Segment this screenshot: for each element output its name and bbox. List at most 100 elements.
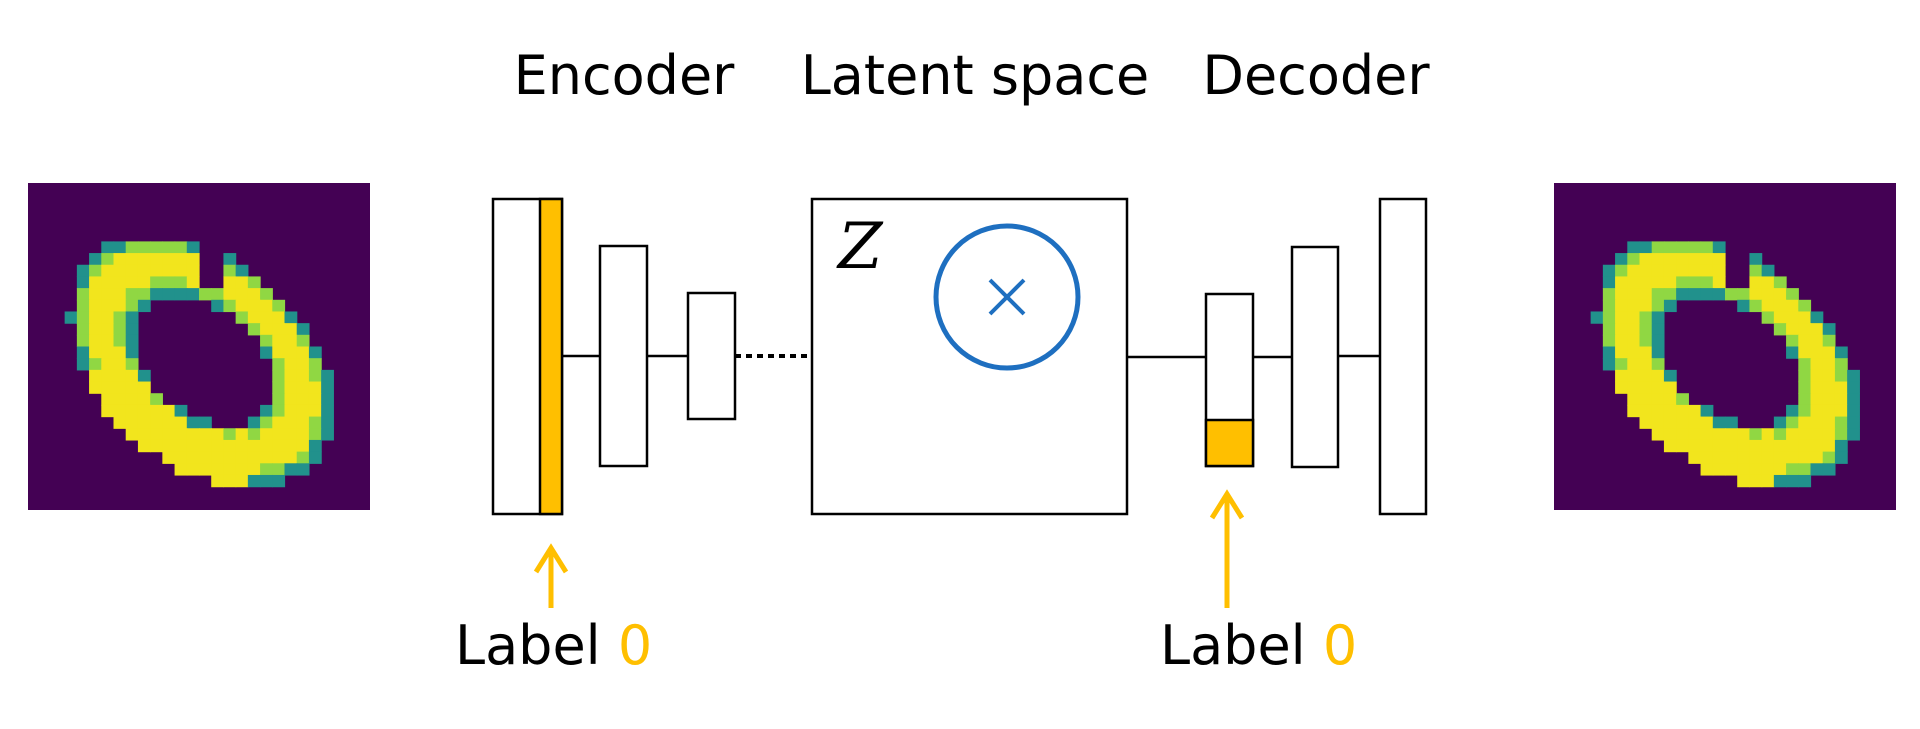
digit-pixel — [272, 369, 286, 383]
digit-pixel — [1773, 474, 1787, 488]
digit-pixel — [1773, 439, 1787, 453]
digit-pixel — [1602, 276, 1616, 289]
digit-pixel — [1786, 428, 1799, 441]
digit-pixel — [1749, 276, 1763, 289]
digit-pixel — [1615, 264, 1628, 278]
digit-pixel — [101, 264, 115, 278]
digit-pixel — [64, 311, 78, 324]
digit-pixel — [1712, 264, 1726, 278]
digit-pixel — [101, 311, 115, 324]
digit-pixel — [1651, 264, 1665, 278]
digit-pixel — [284, 311, 298, 324]
digit-pixel — [113, 393, 127, 406]
digit-pixel — [101, 358, 115, 371]
digit-pixel — [1847, 369, 1860, 383]
digit-pixel — [1712, 463, 1726, 476]
digit-pixel — [101, 393, 115, 406]
digit-pixel — [1822, 346, 1836, 359]
digit-pixel — [1834, 393, 1848, 406]
digit-pixel — [296, 404, 310, 418]
digit-pixel — [1676, 428, 1689, 441]
digit-pixel — [1834, 439, 1848, 453]
digit-pixel — [1651, 404, 1665, 418]
digit-pixel — [1639, 288, 1653, 301]
digit-pixel — [125, 253, 139, 266]
digit-pixel — [308, 416, 322, 429]
digit-pixel — [1602, 288, 1616, 301]
digit-pixel — [1822, 428, 1836, 441]
digit-pixel — [186, 264, 200, 278]
digit-pixel — [1773, 288, 1787, 301]
digit-pixel — [1712, 276, 1726, 289]
digit-pixel — [1639, 323, 1653, 336]
digit-pixel — [1822, 439, 1836, 453]
digit-pixel — [1847, 393, 1860, 406]
digit-pixel — [235, 439, 249, 453]
digit-pixel — [1810, 381, 1824, 394]
digit-pixel — [1688, 288, 1702, 301]
digit-pixel — [1627, 276, 1641, 289]
digit-pixel — [1651, 393, 1665, 406]
digit-pixel — [1773, 451, 1787, 464]
digit-pixel — [1749, 288, 1763, 301]
digit-pixel — [235, 311, 249, 324]
digit-pixel — [1651, 253, 1665, 266]
digit-pixel — [101, 334, 115, 348]
digit-pixel — [1700, 404, 1714, 418]
digit-pixel — [150, 241, 163, 254]
digit-pixel — [137, 241, 151, 254]
digit-pixel — [1786, 288, 1799, 301]
digit-pixel — [1847, 416, 1860, 429]
digit-pixel — [272, 404, 286, 418]
digit-pixel — [1627, 288, 1641, 301]
digit-pixel — [260, 299, 273, 313]
latent-point-cross-icon — [988, 278, 1026, 316]
digit-pixel — [89, 299, 102, 313]
digit-pixel — [113, 241, 127, 254]
digit-pixel — [1725, 428, 1738, 441]
digit-pixel — [1725, 416, 1738, 429]
digit-pixel — [1663, 253, 1677, 266]
digit-pixel — [150, 416, 163, 429]
digit-pixel — [186, 288, 200, 301]
digit-pixel — [1651, 428, 1665, 441]
digit-pixel — [101, 241, 115, 254]
digit-pixel — [1761, 439, 1775, 453]
encoder-header: Encoder — [514, 44, 736, 107]
digit-pixel — [1663, 241, 1677, 254]
digit-pixel — [235, 451, 249, 464]
digit-pixel — [89, 369, 102, 383]
digit-pixel — [272, 416, 286, 429]
digit-pixel — [1639, 369, 1653, 383]
digit-pixel — [247, 416, 261, 429]
digit-pixel — [1822, 334, 1836, 348]
digit-pixel — [247, 323, 261, 336]
digit-pixel — [1773, 323, 1787, 336]
digit-pixel — [1798, 358, 1812, 371]
digit-pixel — [76, 264, 90, 278]
digit-pixel — [272, 439, 286, 453]
digit-pixel — [199, 439, 212, 453]
digit-pixel — [1651, 323, 1665, 336]
digit-pixel — [1663, 381, 1677, 394]
digit-pixel — [308, 369, 322, 383]
digit-pixel — [1810, 393, 1824, 406]
digit-pixel — [321, 428, 334, 441]
digit-pixel — [1761, 463, 1775, 476]
digit-pixel — [1798, 463, 1812, 476]
digit-pixel — [260, 439, 273, 453]
digit-pixel — [1651, 299, 1665, 313]
encoder-hidden-layer-2 — [686, 291, 737, 421]
digit-pixel — [1834, 381, 1848, 394]
digit-pixel — [199, 428, 212, 441]
digit-pixel — [1639, 299, 1653, 313]
digit-pixel — [1786, 311, 1799, 324]
digit-pixel — [284, 346, 298, 359]
digit-pixel — [272, 381, 286, 394]
digit-pixel — [1761, 311, 1775, 324]
digit-pixel — [235, 299, 249, 313]
digit-pixel — [186, 463, 200, 476]
digit-pixel — [1798, 334, 1812, 348]
digit-pixel — [1615, 369, 1628, 383]
digit-pixel — [1810, 346, 1824, 359]
